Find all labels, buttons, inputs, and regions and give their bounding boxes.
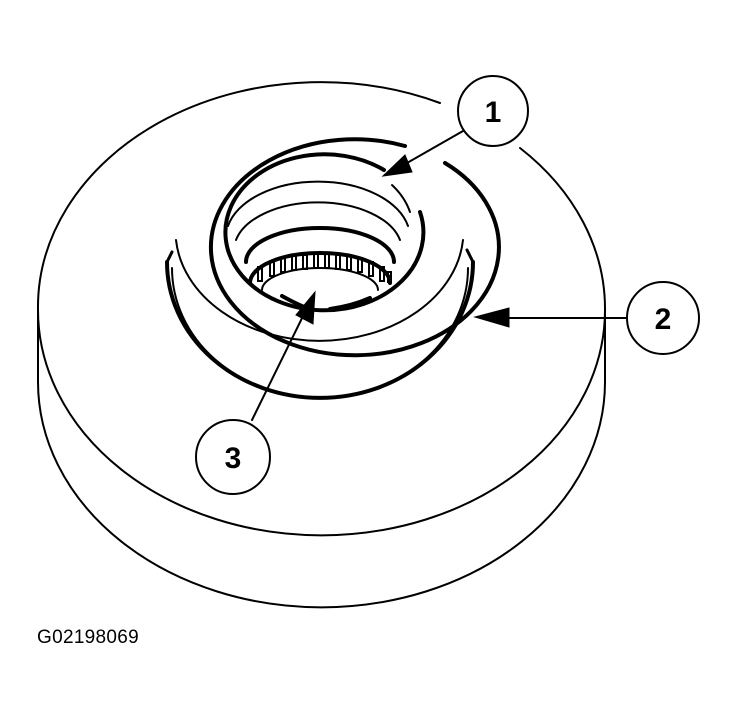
needle-rollers bbox=[257, 253, 392, 283]
outer-disk bbox=[36, 81, 607, 609]
callout-3 bbox=[195, 309, 307, 495]
figure-id-label: G02198069 bbox=[37, 627, 140, 648]
callout-1-arrowhead bbox=[381, 154, 413, 177]
callout-3-arrowhead bbox=[295, 290, 316, 325]
callout-2-arrowhead bbox=[473, 307, 510, 328]
callout-2-label: 2 bbox=[655, 303, 672, 336]
bore bbox=[223, 152, 426, 313]
callout-2 bbox=[494, 281, 700, 355]
callout-3-label: 3 bbox=[225, 442, 242, 475]
hub bbox=[165, 137, 501, 400]
callout-1-label: 1 bbox=[485, 96, 502, 129]
callout-1 bbox=[399, 75, 529, 168]
